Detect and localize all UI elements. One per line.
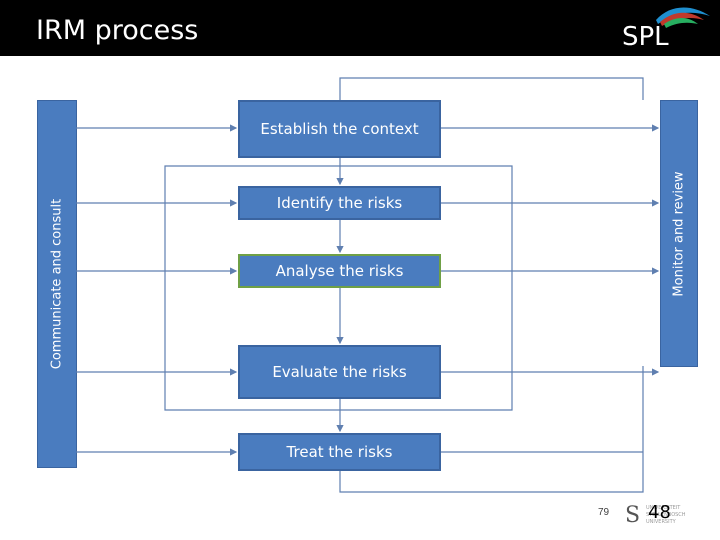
- university-line-2: STELLENBOSCH: [646, 512, 686, 518]
- step-identify-risks: Identify the risks: [238, 186, 441, 220]
- communicate-consult-bar: Communicate and consult: [37, 100, 77, 468]
- step-evaluate-label: Evaluate the risks: [272, 363, 407, 381]
- monitor-review-bar: Monitor and review: [660, 100, 698, 367]
- step-analyse-label: Analyse the risks: [275, 262, 404, 280]
- step-establish-label: Establish the context: [260, 120, 419, 138]
- slide-header: IRM process SPL: [0, 0, 720, 56]
- university-name: UNIVERSITEIT STELLENBOSCH UNIVERSITY: [646, 505, 716, 526]
- step-establish-context: Establish the context: [238, 100, 441, 158]
- inner-review-loop: [164, 165, 513, 411]
- spl-logo-text: SPL: [622, 22, 669, 52]
- step-treat-risks: Treat the risks: [238, 433, 441, 471]
- step-analyse-risks: Analyse the risks: [238, 254, 441, 288]
- slide-number: 48: [648, 502, 671, 523]
- spl-logo-swoosh-icon: [656, 7, 710, 28]
- step-identify-label: Identify the risks: [276, 194, 403, 212]
- step-treat-label: Treat the risks: [286, 443, 393, 461]
- footer-university-logo: S UNIVERSITEIT STELLENBOSCH UNIVERSITY 4…: [622, 502, 716, 534]
- university-line-1: UNIVERSITEIT: [646, 505, 681, 511]
- bottom-loop-line: [339, 366, 644, 493]
- university-line-3: UNIVERSITY: [646, 519, 676, 525]
- slide-title: IRM process: [36, 15, 199, 46]
- top-loop-line: [339, 77, 644, 100]
- university-seal-icon: S: [625, 503, 641, 528]
- step-evaluate-risks: Evaluate the risks: [238, 345, 441, 399]
- footer-page-number: 79: [598, 507, 610, 518]
